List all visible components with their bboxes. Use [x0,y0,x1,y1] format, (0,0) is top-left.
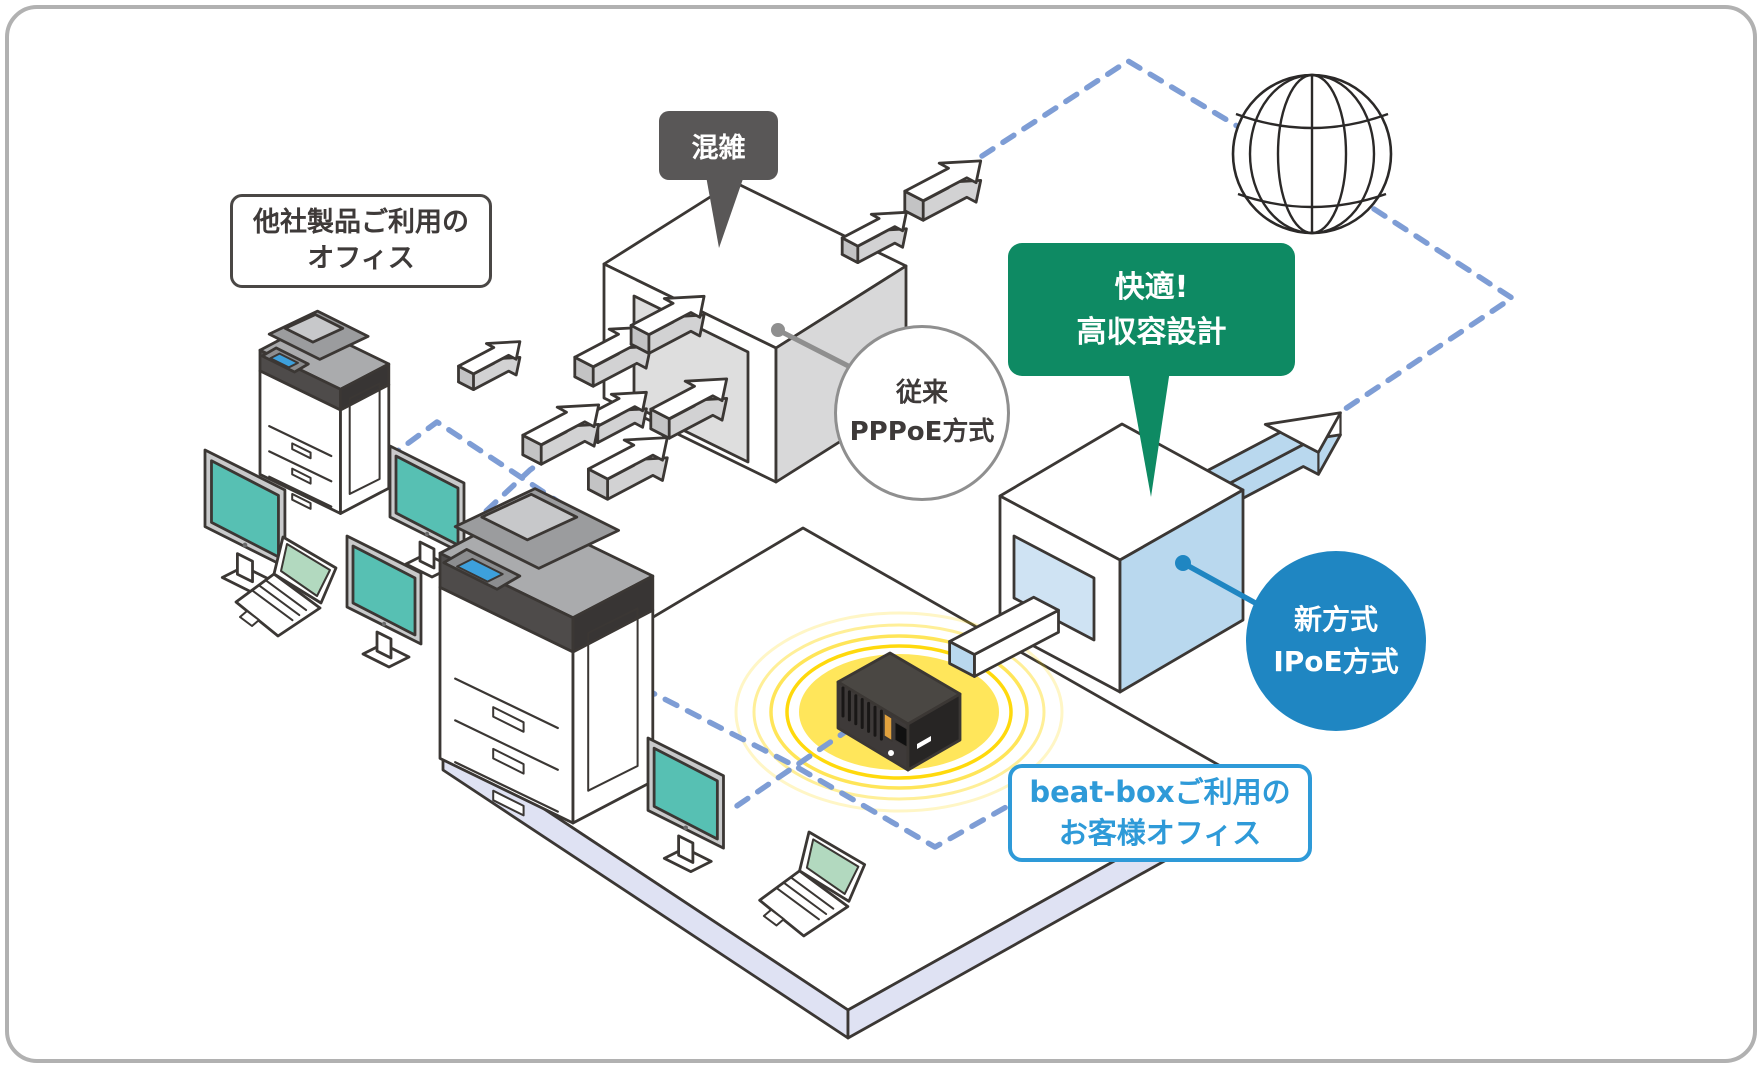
laptop-icon [236,537,336,636]
comfort-line1: 快適! [1114,269,1189,305]
legacy-pppoe-callout: 従来 PPPoE方式 [834,325,1010,501]
beatbox-line2: お客様オフィス [1058,816,1262,850]
legacy-line1: 従来 [895,378,948,408]
comfort-tail [1128,370,1170,497]
beatbox-line1: beat-boxご利用の [1029,775,1291,810]
beatbox-office-label: beat-boxご利用の お客様オフィス [1008,764,1312,862]
congestion-tail [706,176,744,248]
printer-icon [260,311,389,513]
monitor-icon [347,536,421,667]
printer-icon [440,489,653,823]
globe-icon [1233,75,1391,233]
traffic-arrow-icon [459,161,981,499]
comfort-line2: 高収容設計 [1076,314,1227,350]
other-office-label: 他社製品ご利用の オフィス [230,194,492,288]
new-ipoe-callout: 新方式 IPoE方式 [1246,551,1426,731]
tunnel-icon [1000,424,1243,692]
ipoe-line2: IPoE方式 [1273,645,1399,678]
other-office-line2: オフィス [307,243,415,274]
other-office-line1: 他社製品ご利用の [253,206,469,238]
wide-entry-bar [950,597,1059,676]
congestion-bubble: 混雑 [659,111,778,180]
congestion-text: 混雑 [691,133,746,164]
ipoe-line1: 新方式 [1293,603,1378,636]
comfort-bubble: 快適! 高収容設計 [1008,243,1295,376]
beatbox-device-icon [838,653,960,770]
laptop-icon [760,832,865,936]
monitor-icon [648,738,723,872]
legacy-connector [771,323,860,372]
legacy-line2: PPPoE方式 [849,417,995,447]
